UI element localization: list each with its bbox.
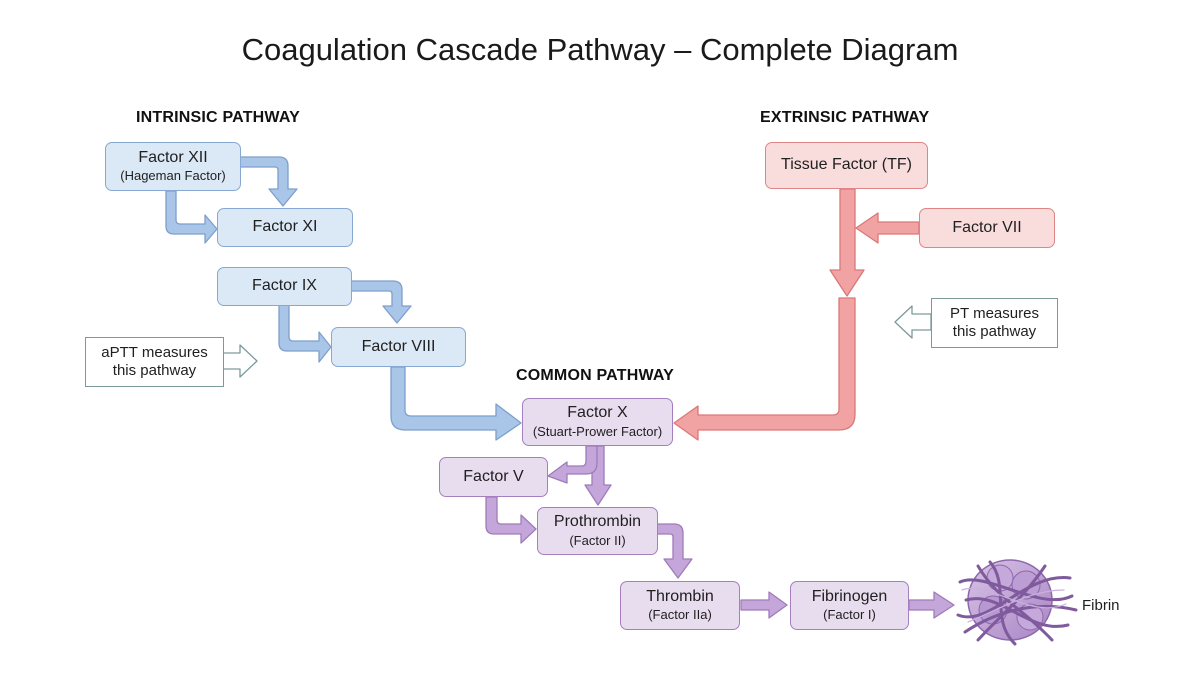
node-factor-x-label: Factor X (567, 404, 628, 422)
arrow-ix-to-viii-down (278, 304, 332, 363)
node-factor-ix: Factor IX (217, 267, 352, 306)
arrow-x-to-factor-v (547, 445, 598, 484)
arrow-prothrombin-to-thrombin (656, 523, 693, 579)
arrow-xii-to-xi-right (239, 156, 298, 207)
node-fibrinogen-sublabel: (Factor I) (823, 607, 876, 623)
node-factor-xii-sublabel: (Hageman Factor) (120, 168, 226, 184)
arrow-xii-to-xi-down (165, 190, 218, 244)
node-thrombin-label: Thrombin (646, 587, 714, 605)
arrow-thrombin-to-fibrinogen (740, 591, 788, 619)
arrow-vii-to-tf-branch (855, 212, 920, 244)
node-factor-viii-label: Factor VIII (361, 337, 436, 355)
page-title: Coagulation Cascade Pathway – Complete D… (241, 32, 959, 67)
node-tissue-factor: Tissue Factor (TF) (765, 142, 928, 189)
node-fibrinogen-label: Fibrinogen (811, 587, 888, 605)
node-prothrombin: Prothrombin (Factor II) (537, 507, 658, 555)
common-pathway-heading: COMMON PATHWAY (516, 367, 675, 384)
arrow-fibrinogen-to-fibrin (908, 591, 955, 619)
node-fibrin-label: Fibrin (1082, 597, 1120, 614)
fibrin-mesh-icon (956, 559, 1078, 646)
arrow-factor-v-to-prothrombin (485, 496, 537, 544)
extrinsic-pathway-heading: EXTRINSIC PATHWAY (760, 109, 930, 126)
aptt-note: aPTT measures this pathway (85, 337, 224, 387)
pt-note: PT measures this pathway (931, 298, 1058, 348)
node-thrombin-sublabel: (Factor IIa) (648, 607, 712, 623)
node-factor-v: Factor V (439, 457, 548, 497)
node-factor-xii: Factor XII (Hageman Factor) (105, 142, 241, 191)
arrow-tf-to-x (829, 188, 865, 297)
outline-arrow-icon (894, 305, 932, 339)
node-factor-x-sublabel: (Stuart-Prower Factor) (532, 423, 663, 439)
node-factor-v-label: Factor V (463, 467, 524, 485)
arrow-ix-to-viii-right (349, 280, 412, 324)
node-factor-xii-label: Factor XII (138, 148, 208, 166)
node-factor-ix-label: Factor IX (252, 277, 317, 295)
arrow-x-to-prothrombin (584, 445, 612, 506)
node-tissue-factor-label: Tissue Factor (TF) (781, 156, 912, 174)
node-fibrinogen: Fibrinogen (Factor I) (790, 581, 909, 630)
node-factor-vii-label: Factor VII (952, 218, 1022, 236)
node-factor-viii: Factor VIII (331, 327, 466, 367)
node-prothrombin-label: Prothrombin (553, 513, 642, 531)
intrinsic-pathway-heading: INTRINSIC PATHWAY (136, 109, 301, 126)
arrow-viii-to-x (390, 366, 522, 441)
node-factor-x: Factor X (Stuart-Prower Factor) (522, 398, 673, 446)
node-prothrombin-sublabel: (Factor II) (569, 532, 626, 548)
node-factor-xi-label: Factor XI (252, 218, 318, 236)
node-factor-vii: Factor VII (919, 208, 1055, 248)
node-factor-xi: Factor XI (217, 208, 353, 247)
node-thrombin: Thrombin (Factor IIa) (620, 581, 740, 630)
arrow-extrinsic-to-x (673, 297, 856, 441)
